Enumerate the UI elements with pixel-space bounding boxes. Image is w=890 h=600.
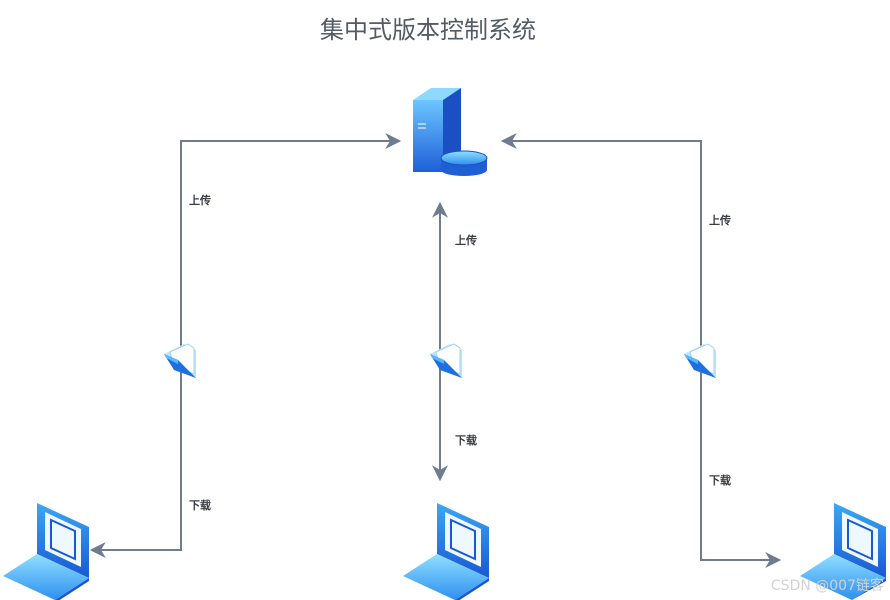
label-download-center: 下载 [455, 433, 477, 447]
server-icon [413, 88, 488, 176]
label-upload-center: 上传 [455, 233, 477, 247]
label-download-right: 下载 [709, 473, 731, 487]
label-download-left: 下载 [189, 498, 211, 512]
laptop-icon [3, 503, 89, 600]
laptop-icon [800, 503, 886, 600]
laptop-icon [403, 503, 489, 600]
folder-icon [164, 343, 196, 378]
label-upload-right: 上传 [709, 213, 731, 227]
edge-right [500, 133, 782, 568]
folder-icon [684, 343, 716, 378]
watermark: CSDN @007链客 [771, 577, 884, 594]
label-upload-left: 上传 [189, 193, 211, 207]
diagram-title: 集中式版本控制系统 [320, 16, 536, 44]
folder-icon [430, 343, 462, 378]
edge-left [89, 133, 402, 558]
